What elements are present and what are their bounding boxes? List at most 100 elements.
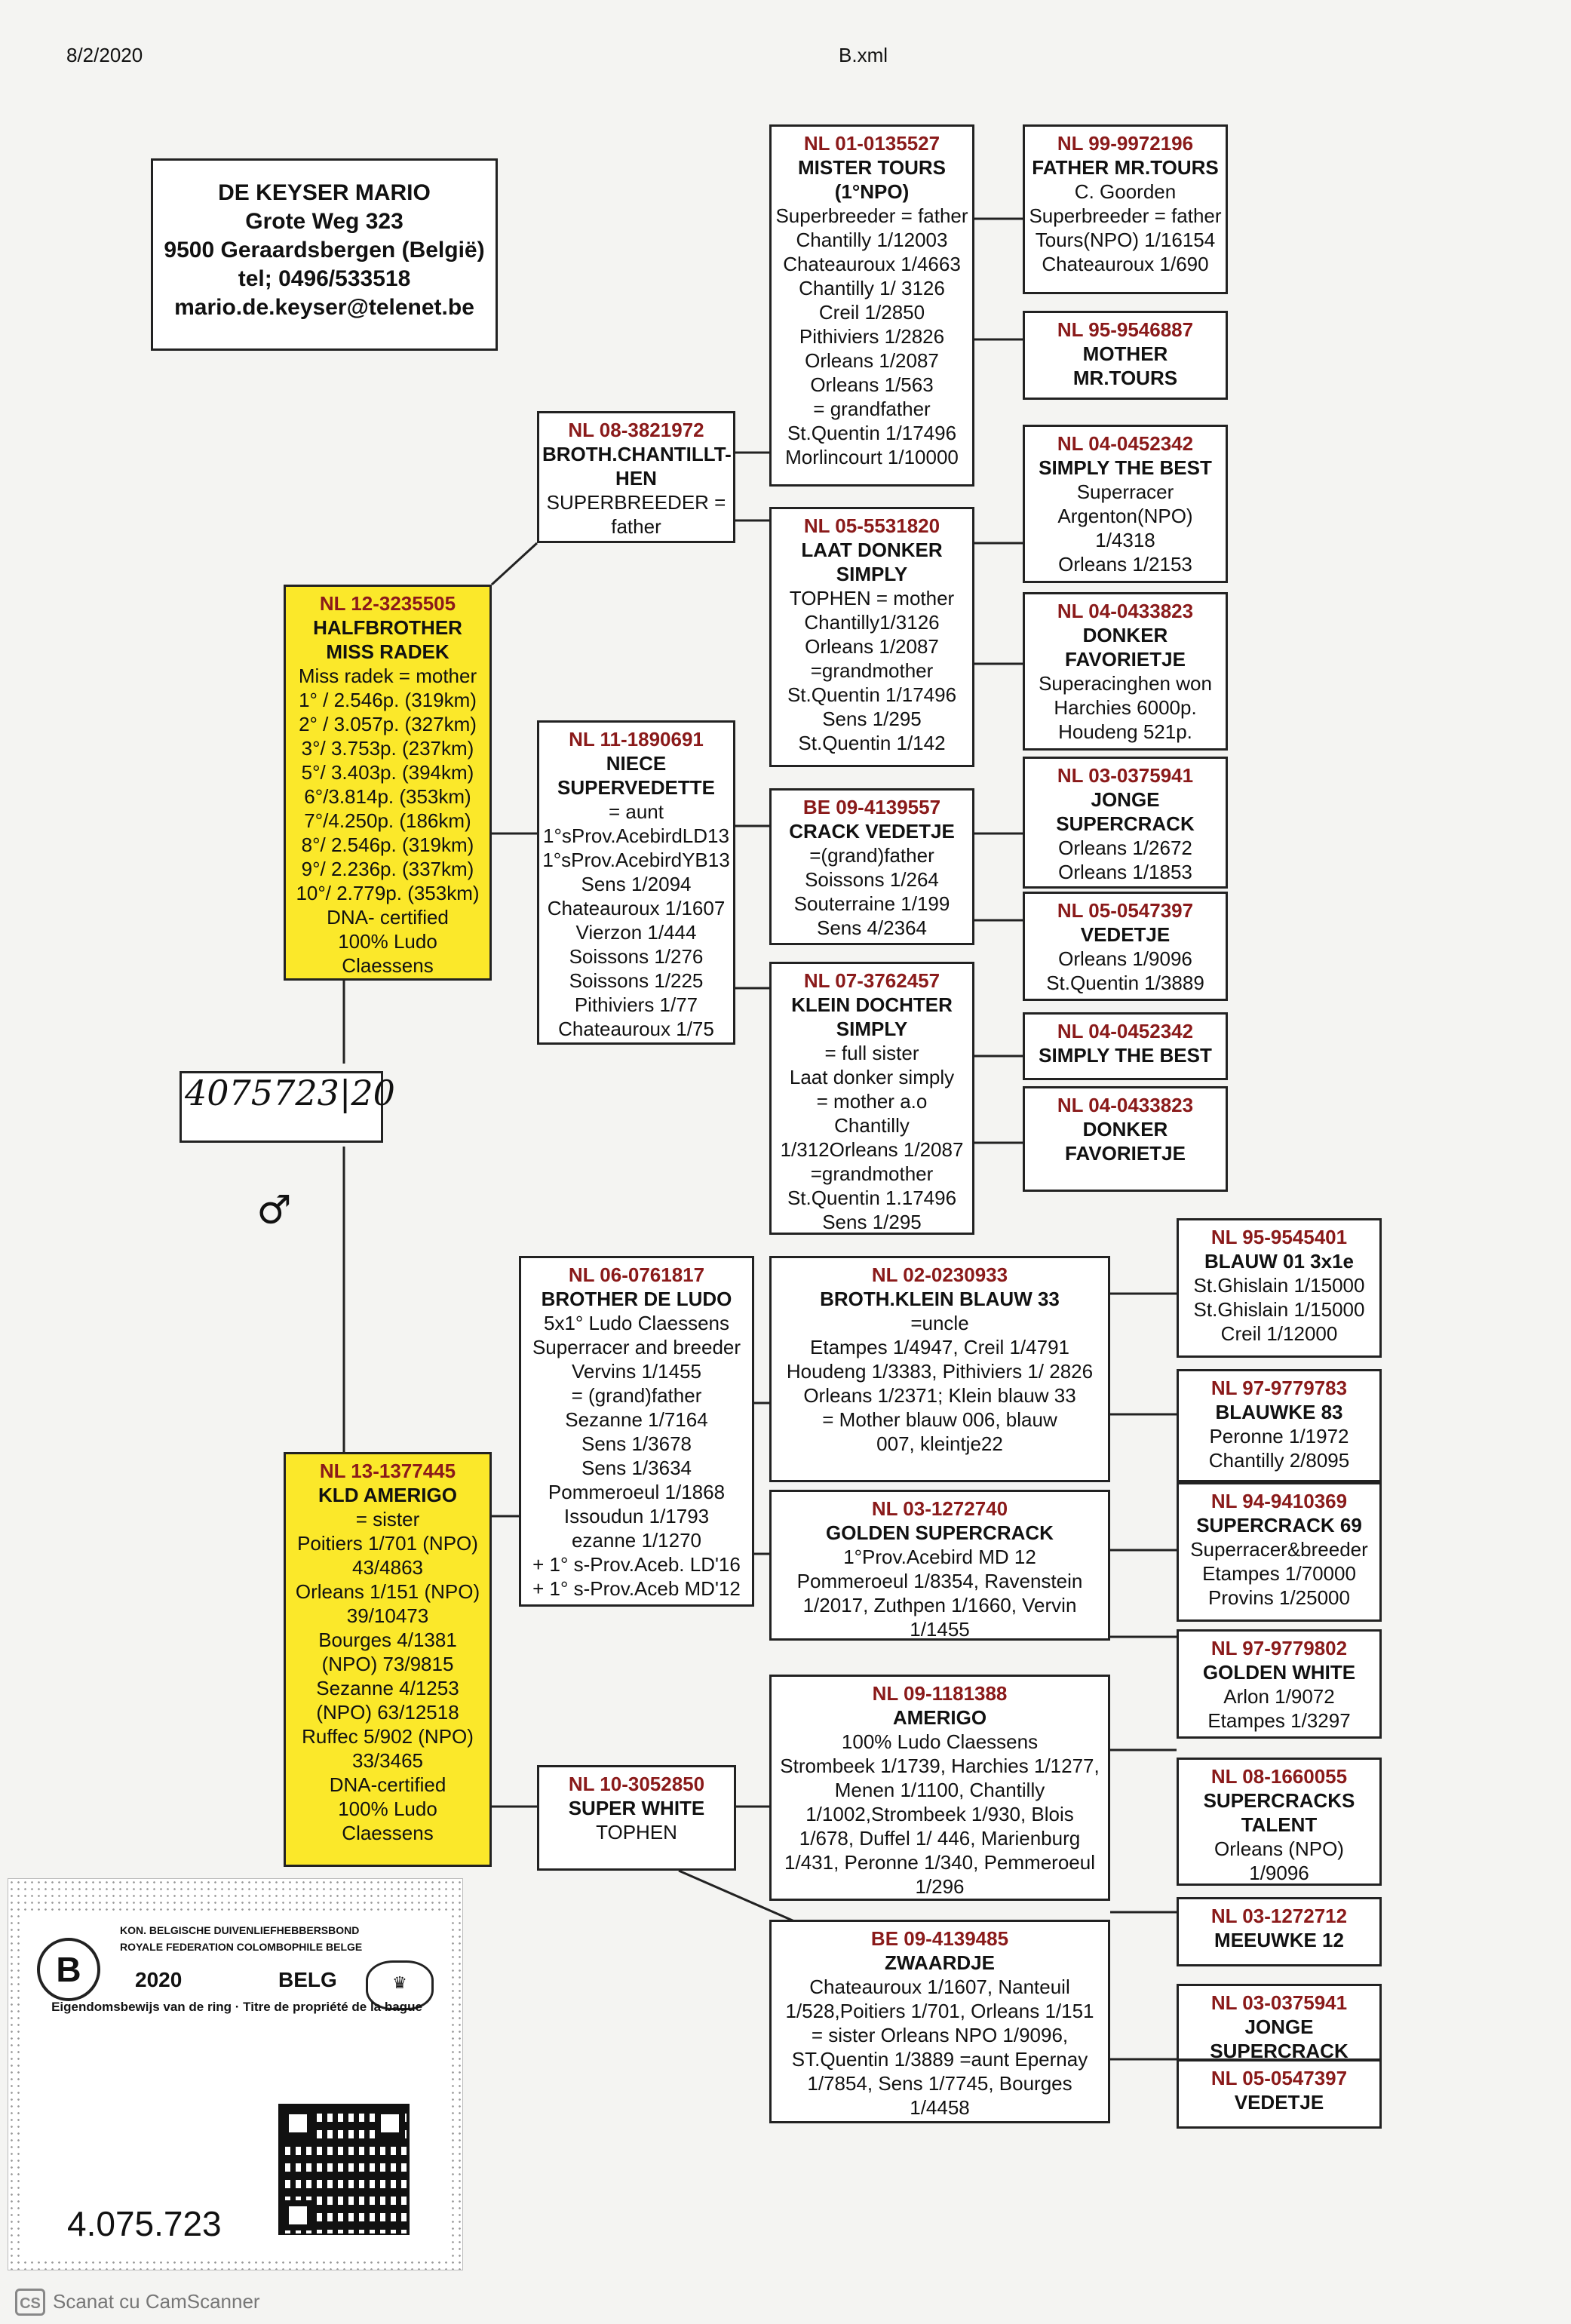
pigeon-name: SUPERVEDETTE [557, 776, 715, 799]
pedigree-note: Menen 1/1100, Chantilly [834, 1779, 1045, 1801]
pedigree-note: 33/3465 [352, 1749, 423, 1772]
pedigree-note: 100% Ludo [338, 930, 437, 953]
pedigree-note: 1/4318 [1095, 529, 1155, 551]
pigeon-name: JONGE [1091, 788, 1160, 811]
pedigree-note: Etampes 1/3297 [1207, 1709, 1351, 1732]
pedigree-note: 1/1002,Strombeek 1/930, Blois [805, 1803, 1074, 1825]
pedigree-note: Vierzon 1/444 [575, 921, 697, 944]
pigeon-name: BROTH.CHANTILLT- [542, 443, 732, 465]
file-name: B.xml [839, 44, 888, 66]
pedigree-note: Orleans 1/2087 [805, 635, 939, 658]
owner-city: 9500 Geraardsbergen (België) [164, 238, 485, 262]
scanner-label: Scanat cu CamScanner [53, 2290, 260, 2313]
pigeon-name: MISS RADEK [326, 640, 450, 663]
pedigree-note: = grandfather [813, 398, 931, 420]
pedigree-note: =uncle [910, 1312, 969, 1334]
pedigree-note: = mother a.o [816, 1090, 928, 1113]
pedigree-note: TOPHEN [596, 1821, 677, 1844]
pedigree-note: 100% Ludo [338, 1797, 437, 1820]
pedigree-note: 3°/ 3.753p. (237km) [301, 737, 474, 760]
pedigree-note: Pommeroeul 1/1868 [548, 1481, 726, 1503]
pedigree-note: 1/296 [915, 1875, 965, 1898]
owner-email: mario.de.keyser@telenet.be [174, 295, 474, 320]
pedigree-note: St.Ghislain 1/15000 [1193, 1298, 1365, 1321]
ring-number: NL 04-0452342 [1057, 432, 1194, 455]
pedigree-note: Souterraine 1/199 [793, 892, 950, 915]
pedigree-note: Miss radek = mother [298, 665, 477, 687]
ring-number: NL 08-3821972 [568, 419, 704, 441]
pedigree-note: Etampes 1/70000 [1202, 1562, 1356, 1585]
owner-phone: tel; 0496/533518 [238, 266, 411, 291]
pedigree-note: Claessens [342, 1822, 434, 1844]
ring-number: NL 95-9545401 [1210, 1226, 1348, 1248]
pedigree-note: Sens 1/295 [822, 1211, 922, 1233]
pedigree-note: Poitiers 1/701 (NPO) [297, 1532, 478, 1555]
pigeon-name: TALENT [1241, 1813, 1318, 1836]
pedigree-note: 9°/ 2.236p. (337km) [301, 858, 474, 880]
print-date: 8/2/2020 [66, 44, 143, 66]
pigeon-name: NIECE [606, 752, 667, 775]
ring-number: NL 11-1890691 [569, 728, 704, 751]
pigeon-name: JONGE [1244, 2015, 1314, 2038]
pedigree-note: Issoudun 1/1793 [563, 1505, 710, 1527]
pigeon-name: BLAUW 01 3x1e [1204, 1250, 1354, 1273]
pedigree-note: Chateauroux 1/690 [1042, 253, 1209, 275]
pigeon-name: SIMPLY THE BEST [1039, 456, 1212, 479]
pedigree-note: = aunt [608, 800, 664, 823]
pedigree-note: DNA- certified [327, 906, 449, 929]
pedigree-note: Orleans 1/2153 [1058, 553, 1192, 576]
pedigree-note: Chateauroux 1/1607 [547, 897, 726, 919]
pedigree-note: Orleans 1/2087 [805, 349, 939, 372]
pedigree-note: (NPO) 73/9815 [321, 1653, 454, 1675]
ring-number: NL 05-5531820 [803, 514, 940, 537]
pigeon-name: MEEUWKE 12 [1214, 1929, 1344, 1951]
pigeon-name: HEN [615, 467, 657, 490]
pedigree-note: Houdeng 521p. [1058, 720, 1192, 743]
pedigree-note: = sister [355, 1508, 420, 1530]
pedigree-note: Morlincourt 1/10000 [785, 446, 959, 468]
pedigree-note: Superbreeder = father [1029, 204, 1222, 227]
pigeon-name: SIMPLY [836, 1018, 908, 1040]
ring-certificate: B KON. BELGISCHE DUIVENLIEFHEBBERSBOND R… [8, 1878, 463, 2270]
handwritten-ring-number: 4075723|20 [185, 1073, 395, 1113]
pedigree-note: Etampes 1/4947, Creil 1/4791 [810, 1336, 1069, 1358]
pedigree-note: Orleans (NPO) [1214, 1837, 1344, 1860]
certificate-org-nl: KON. BELGISCHE DUIVENLIEFHEBBERSBOND [120, 1924, 360, 1936]
pedigree-note: 1/2017, Zuthpen 1/1660, Vervin [802, 1594, 1077, 1616]
ring-number: NL 97-9779802 [1210, 1637, 1348, 1659]
pedigree-note: Laat donker simply [789, 1066, 955, 1088]
pigeon-name: VEDETJE [1080, 923, 1171, 946]
pigeon-name: MR.TOURS [1072, 367, 1178, 389]
pigeon-name: FATHER MR.TOURS [1032, 156, 1219, 179]
owner-box: DE KEYSER MARIO Grote Weg 323 9500 Geraa… [151, 158, 498, 351]
qr-code-icon [278, 2104, 410, 2235]
pigeon-name: ZWAARDJE [885, 1951, 995, 1974]
pigeon-name: GOLDEN SUPERCRACK [826, 1521, 1054, 1544]
pedigree-note: SUPERBREEDER = [546, 491, 726, 514]
pigeon-name: SIMPLY [836, 563, 908, 585]
ring-number: NL 97-9779783 [1210, 1377, 1348, 1399]
pedigree-note: =grandmother [810, 659, 934, 682]
pedigree-note: Superacinghen won [1039, 672, 1212, 695]
pedigree-note: Creil 1/12000 [1220, 1322, 1338, 1345]
pedigree-note: Tours(NPO) 1/16154 [1035, 229, 1216, 251]
pedigree-note: 100% Ludo Claessens [841, 1730, 1039, 1753]
pedigree-note: 1°sProv.AcebirdLD13 [543, 824, 729, 847]
pedigree-note: 43/4863 [352, 1556, 423, 1579]
pedigree-note: Peronne 1/1972 [1209, 1425, 1349, 1448]
pigeon-name: KLD AMERIGO [318, 1484, 457, 1506]
pedigree-note: St.Ghislain 1/15000 [1193, 1274, 1365, 1297]
pedigree-note: Superracer and breeder [532, 1336, 741, 1358]
pedigree-note: Creil 1/2850 [818, 301, 925, 324]
